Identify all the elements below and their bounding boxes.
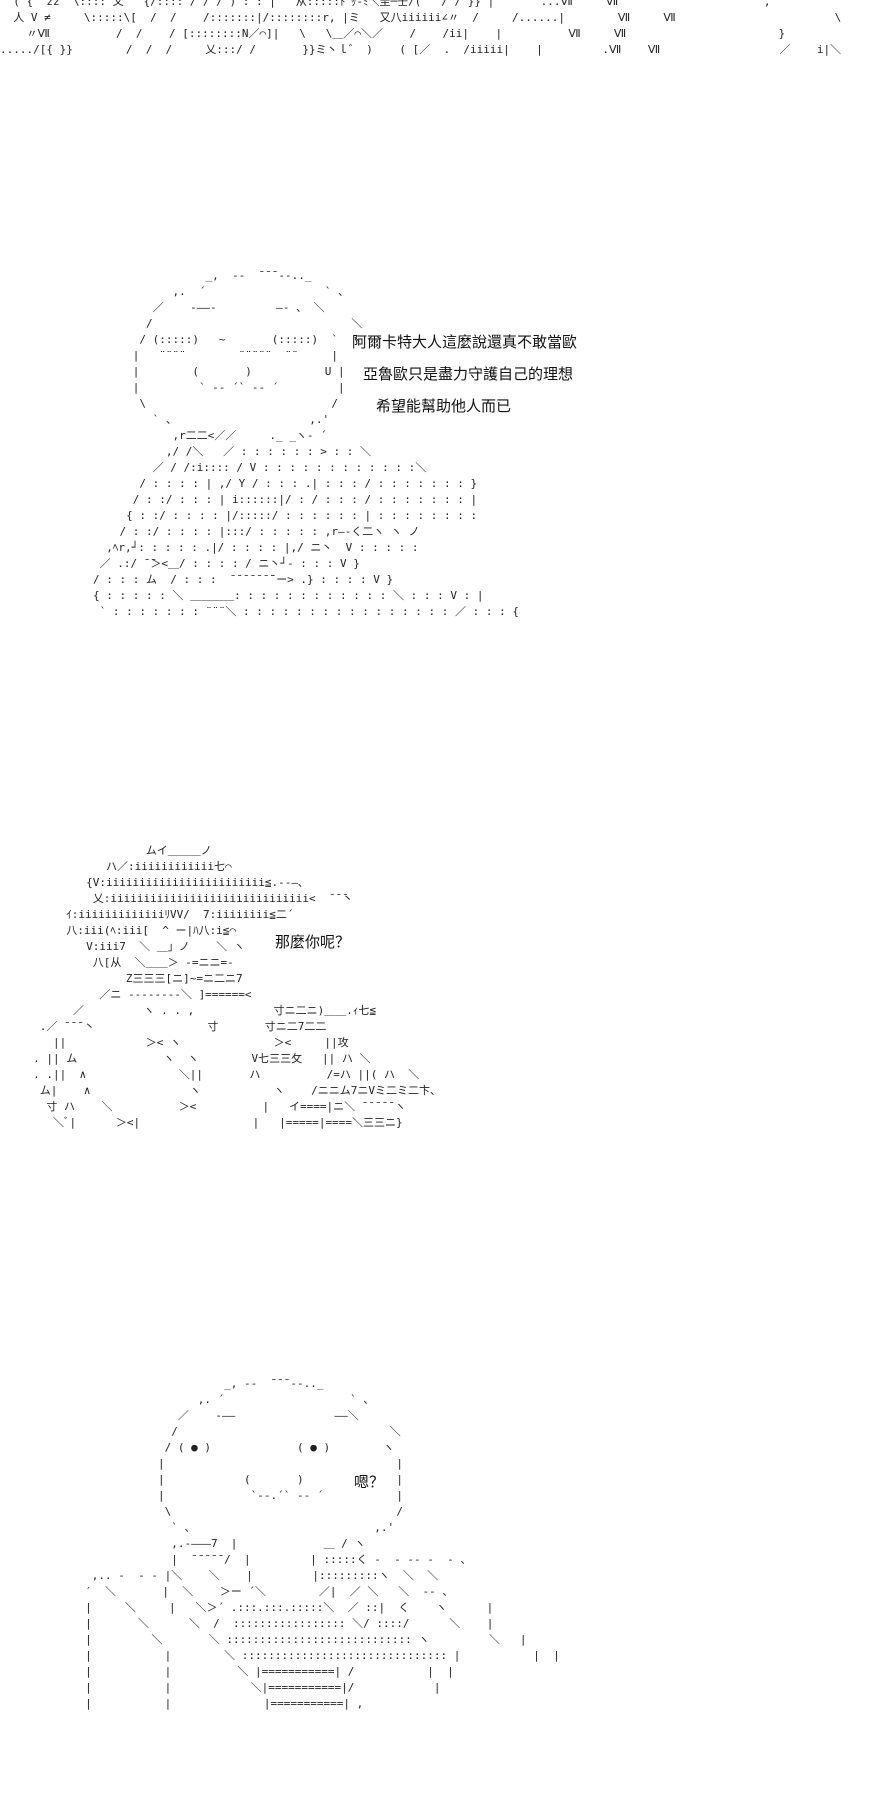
ascii-art-top-fragment: ( { zz \:::: 乂 {/:::: / / / ) : : | 从:::… xyxy=(0,0,842,56)
dialogue-line: 嗯？ xyxy=(354,1473,385,1491)
dialogue-bald-man-surprised: 嗯？ xyxy=(354,1472,384,1492)
dialogue-line: 那麼你呢？ xyxy=(275,933,351,951)
ascii-art-bald-man: _, -- ̄ ̄ ̄ ‐-.._ ,. ´ ` 、 ／ ‐――‐ ―‐ 、 ＼… xyxy=(92,269,519,618)
dialogue-bald-man: 阿爾卡特大人這麼說還真不敢當歐 亞魯歐只是盡力守護自己的理想 希望能幫助他人而已 xyxy=(352,332,577,416)
dialogue-armored-figure: 那麼你呢？ xyxy=(275,932,350,952)
dialogue-line: 阿爾卡特大人這麼說還真不敢當歐 xyxy=(352,333,578,351)
ascii-art-bald-man-surprised: _, -‐ ̄ ̄ ̄ ‐-.._ ,. ´ ` 、 ／ ‐―― ――＼ / ＼… xyxy=(85,1377,560,1710)
dialogue-line: 亞魯歐只是盡力守護自己的理想 xyxy=(363,365,574,383)
dialogue-line: 希望能幫助他人而已 xyxy=(376,397,512,415)
ascii-art-armored-figure: ムイ＿＿＿ノ ハ／:iiiiiiiiiiii七⌒ {V:iiiiiiiiiiii… xyxy=(33,844,442,1129)
